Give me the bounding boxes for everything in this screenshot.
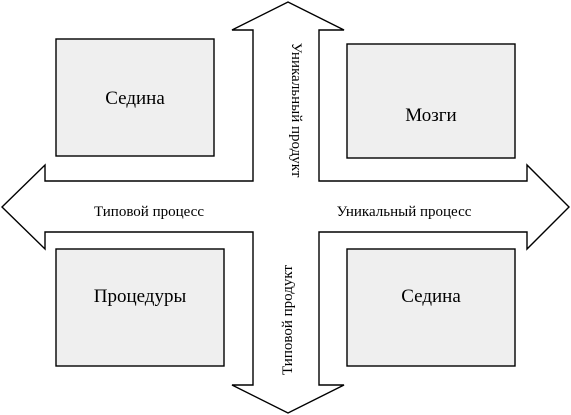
- quadrant-bottom-right-box: [346, 248, 516, 367]
- axis-top-label: Уникальный продукт: [288, 43, 304, 178]
- axis-left-label: Типовой процесс: [94, 204, 204, 220]
- quadrant-top-right-label: Мозги: [405, 105, 456, 126]
- quadrant-top-left-label: Седина: [105, 88, 165, 109]
- quadrant-top-right: Мозги: [346, 43, 516, 159]
- quadrant-bottom-right-label: Седина: [401, 286, 461, 307]
- quadrant-bottom-left: Процедуры: [55, 248, 225, 367]
- quadrant-bottom-left-box: [55, 248, 225, 367]
- quadrant-top-right-box: [346, 43, 516, 159]
- quadrant-bottom-left-label: Процедуры: [94, 286, 187, 307]
- quadrant-top-left-box: [55, 38, 215, 157]
- quadrant-top-left: Седина: [55, 38, 215, 157]
- axis-right-label: Уникальный процесс: [337, 204, 472, 220]
- quadrant-bottom-right: Седина: [346, 248, 516, 367]
- axis-bottom-label: Типовой продукт: [280, 265, 296, 375]
